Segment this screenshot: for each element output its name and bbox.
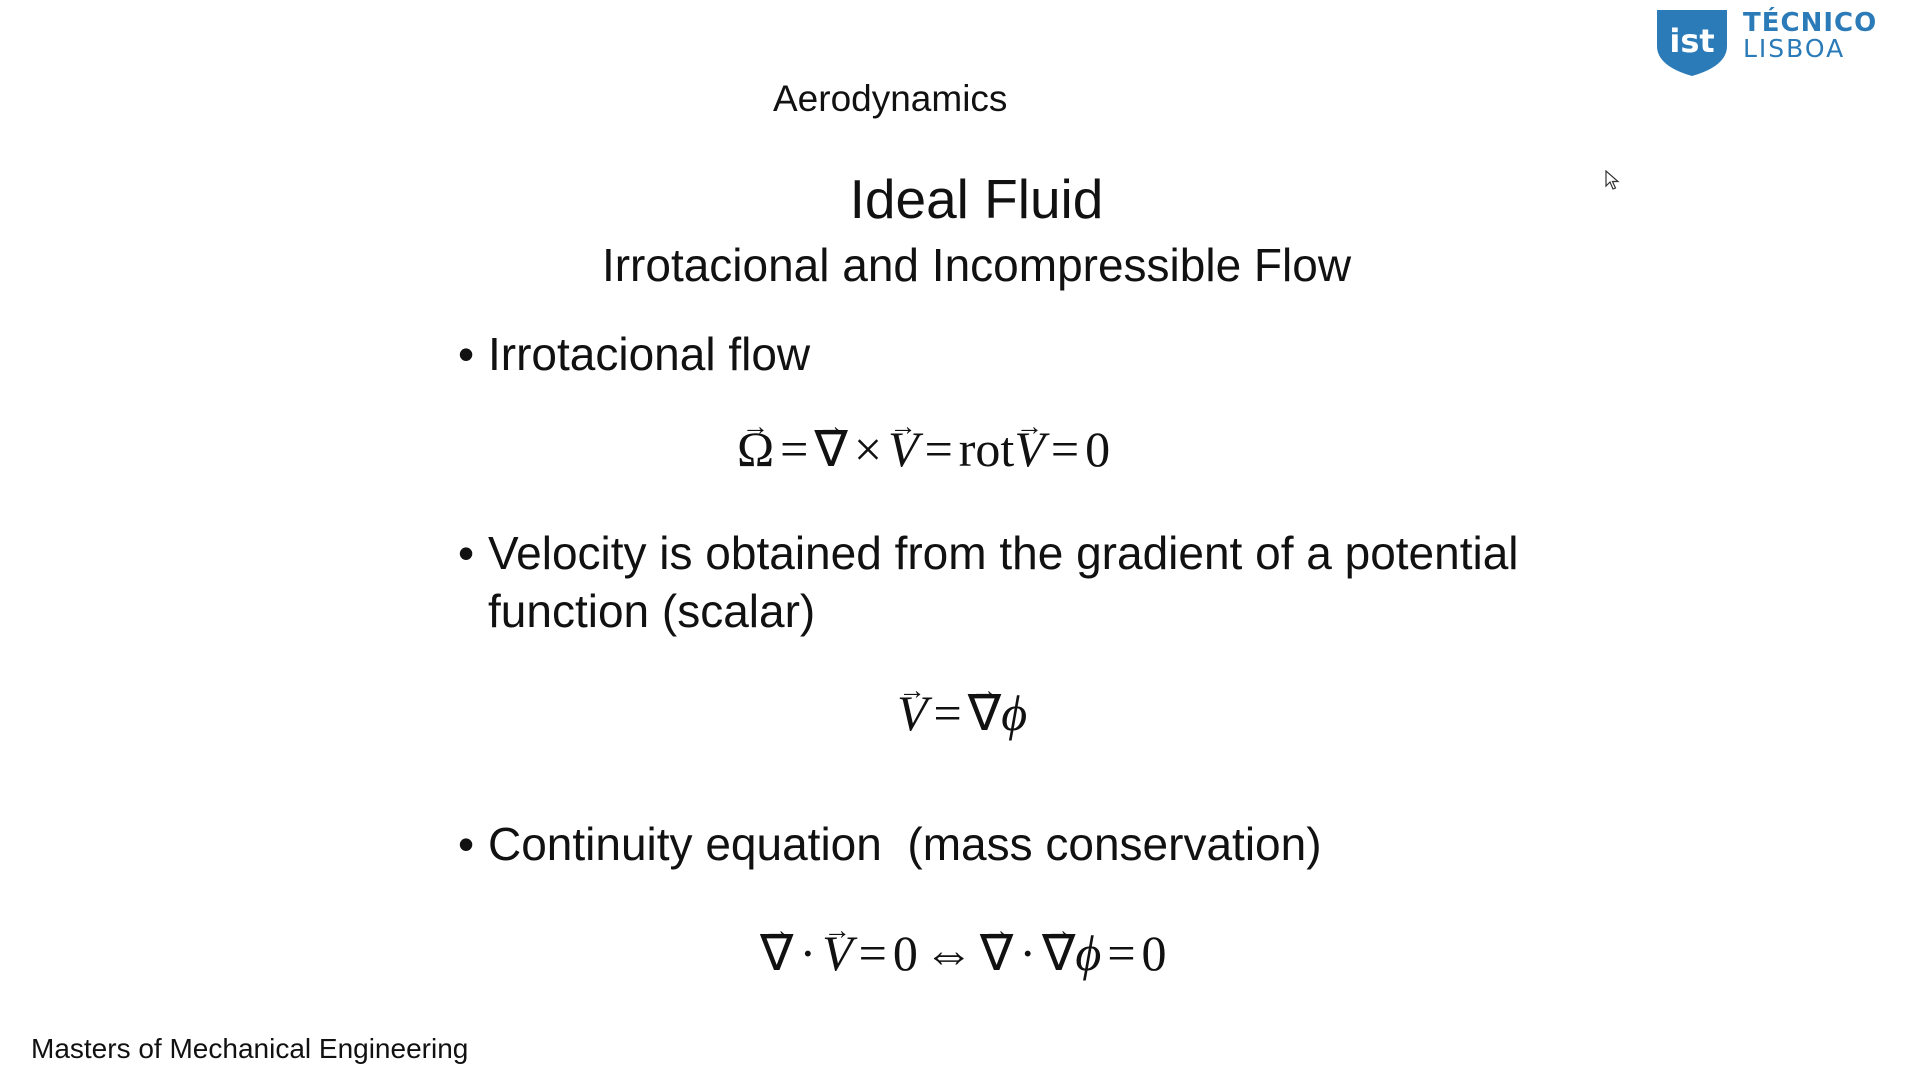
bullet-text: Continuity equation (mass conservation) bbox=[488, 818, 1322, 870]
mouse-pointer-icon bbox=[1605, 170, 1620, 190]
logo-text-tecnico: TÉCNICO bbox=[1743, 8, 1878, 38]
eq-nabla: ∇ bbox=[968, 688, 1001, 738]
tecnico-lisboa-logo: ist TÉCNICO LISBOA bbox=[1655, 8, 1878, 78]
footer-program: Masters of Mechanical Engineering bbox=[31, 1033, 469, 1064]
bullet-text: Velocity is obtained from the gradient o… bbox=[488, 527, 1519, 637]
eq-zero: 0 bbox=[1085, 421, 1111, 477]
bullet-irrotational-flow: • Irrotacional flow bbox=[458, 325, 810, 383]
eq-zero: 0 bbox=[1141, 925, 1167, 981]
equation-vorticity: Ω=∇×V=rotV=0 bbox=[737, 424, 1110, 474]
eq-omega: Ω bbox=[737, 424, 774, 474]
course-title: Aerodynamics bbox=[773, 78, 1008, 119]
bullet-text: Irrotacional flow bbox=[488, 328, 811, 380]
slide-subtitle: Irrotacional and Incompressible Flow bbox=[601, 239, 1352, 291]
eq-velocity: V bbox=[822, 928, 853, 978]
eq-nabla: ∇ bbox=[760, 928, 793, 978]
bullet-dot: • bbox=[458, 818, 475, 870]
eq-velocity: V bbox=[897, 688, 928, 738]
eq-velocity: V bbox=[888, 424, 919, 474]
ist-shield-icon: ist bbox=[1657, 10, 1727, 76]
bullet-continuity-equation: • Continuity equation (mass conservation… bbox=[458, 815, 1322, 873]
eq-rot: rot bbox=[958, 421, 1015, 477]
eq-nabla: ∇ bbox=[1042, 928, 1075, 978]
svg-text:ist: ist bbox=[1669, 22, 1714, 60]
slide-title: Ideal Fluid bbox=[849, 168, 1104, 230]
bullet-dot: • bbox=[458, 328, 475, 380]
bullet-dot: • bbox=[458, 527, 475, 579]
eq-velocity: V bbox=[1014, 424, 1045, 474]
eq-nabla: ∇ bbox=[980, 928, 1013, 978]
eq-zero: 0 bbox=[892, 925, 918, 981]
eq-phi: ϕ bbox=[1075, 925, 1102, 981]
eq-iff: ⇔ bbox=[923, 925, 974, 981]
equation-velocity-potential: V=∇ϕ bbox=[897, 688, 1027, 738]
equation-continuity: ∇·V=0⇔∇·∇ϕ=0 bbox=[760, 928, 1167, 978]
bullet-velocity-potential: • Velocity is obtained from the gradient… bbox=[458, 524, 1608, 640]
eq-phi: ϕ bbox=[1001, 685, 1028, 741]
eq-nabla: ∇ bbox=[814, 424, 847, 474]
logo-text-lisboa: LISBOA bbox=[1743, 34, 1846, 63]
